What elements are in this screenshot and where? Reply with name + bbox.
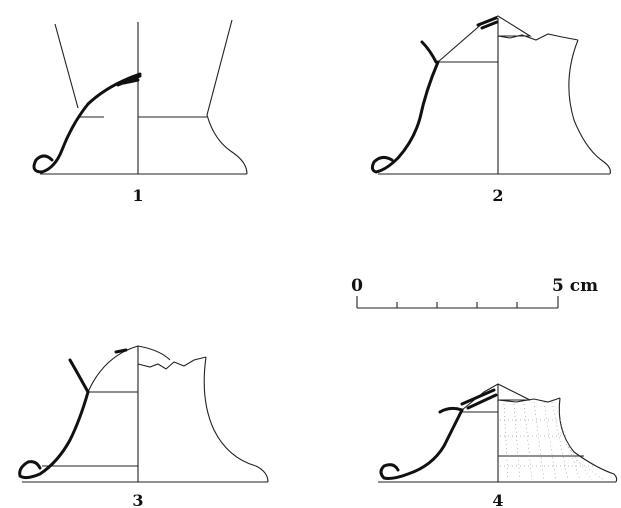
section-profile	[438, 406, 464, 414]
vessel-drawing-1	[32, 19, 248, 175]
section-profile	[114, 348, 128, 354]
fracture-line	[137, 356, 207, 370]
vessel-drawing-3	[18, 345, 269, 483]
profile-outline	[558, 397, 618, 483]
vessel-drawing-4	[378, 383, 618, 483]
profile-outline	[54, 23, 79, 109]
figure-label-2: 2	[492, 186, 503, 205]
section-profile	[32, 72, 142, 174]
surface-texture	[500, 419, 600, 467]
section-profile	[476, 16, 498, 27]
surface-texture	[503, 401, 605, 481]
section-profile	[18, 390, 90, 480]
section-profile	[480, 20, 499, 30]
profile-outline	[206, 19, 248, 175]
section-profile	[420, 40, 438, 64]
section-profile	[68, 358, 90, 394]
scale-end-label: 5 cm	[552, 276, 598, 296]
figure-label-3: 3	[132, 491, 143, 508]
figure-label-4: 4	[492, 491, 503, 508]
section-profile	[122, 78, 140, 85]
profile-outline	[203, 356, 269, 483]
scale-start-label: 0	[351, 276, 363, 296]
fracture-line	[497, 33, 579, 41]
section-profile	[466, 393, 498, 410]
section-profile	[460, 388, 496, 406]
fracture-line	[497, 397, 561, 403]
figure-label-1: 1	[132, 186, 143, 205]
profile-outline	[568, 39, 611, 175]
profile-outline	[87, 345, 171, 393]
scale-bar: 0 5 cm	[351, 276, 598, 309]
vessel-drawing-2	[370, 15, 611, 175]
section-profile	[379, 408, 464, 480]
section-profile	[370, 60, 440, 174]
